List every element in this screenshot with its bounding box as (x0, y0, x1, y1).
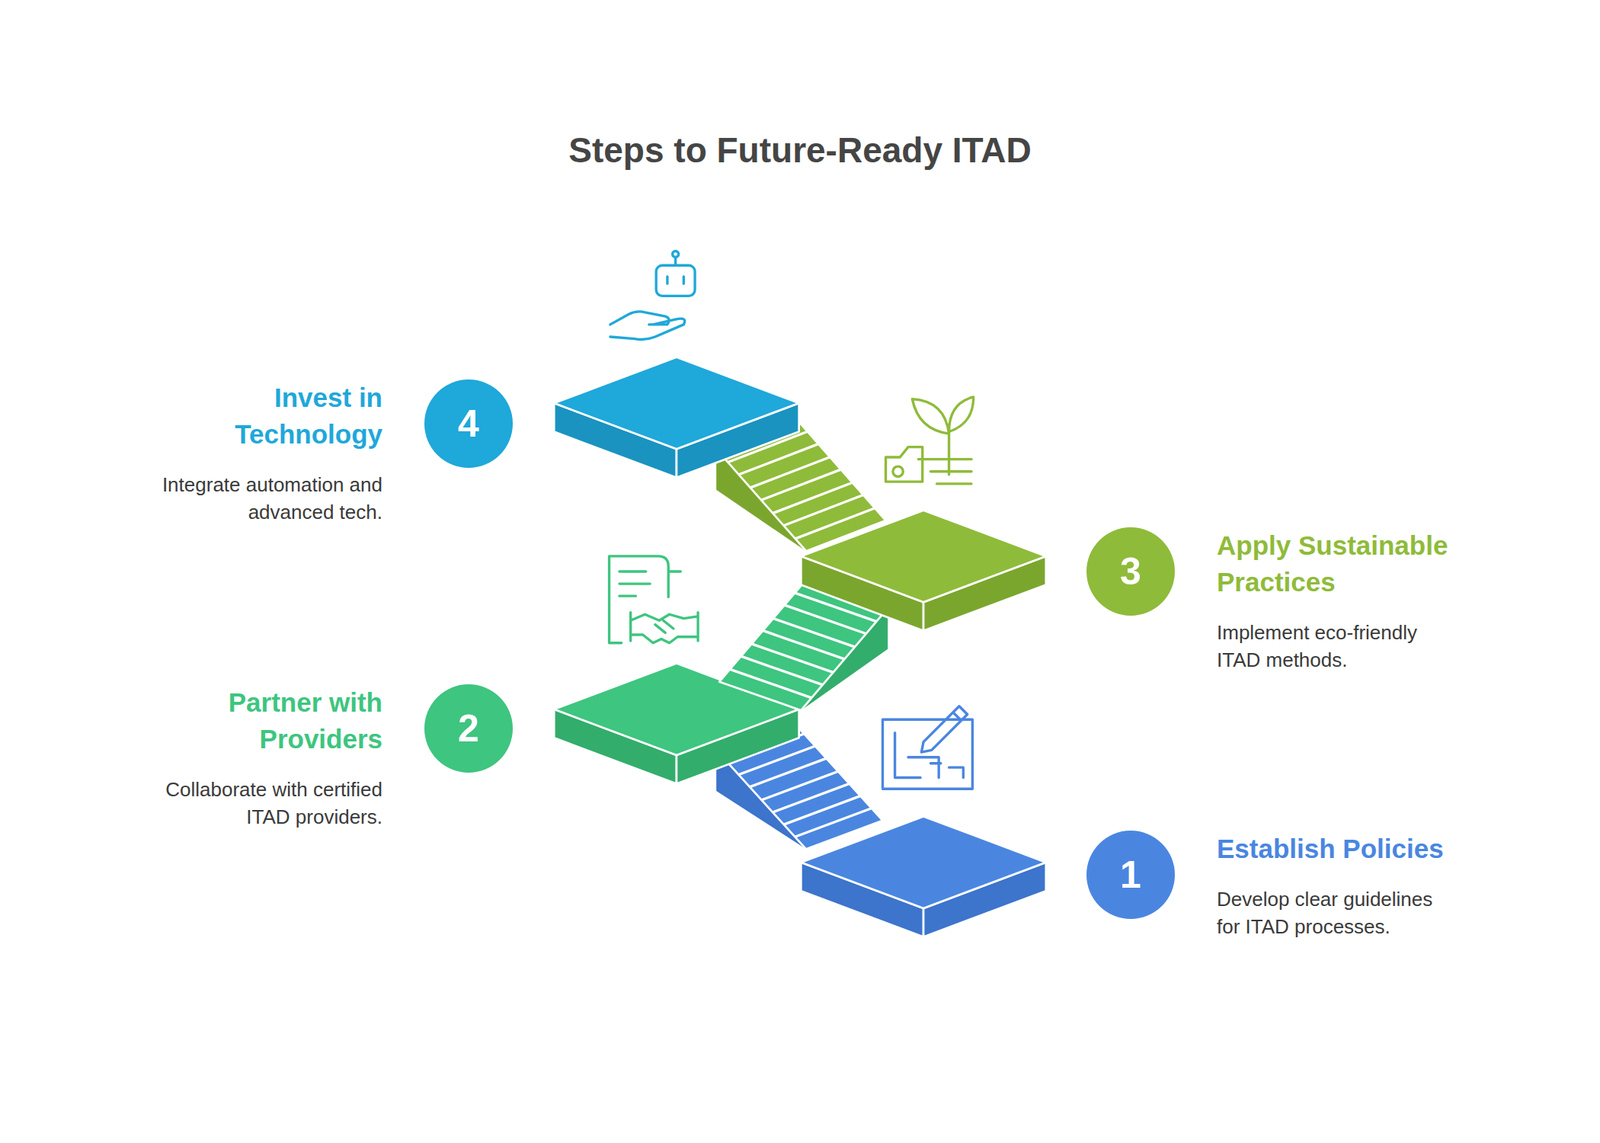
machine-wheel (892, 466, 903, 477)
callout-number: 3 (1086, 527, 1175, 616)
platform-4 (553, 357, 799, 478)
blueprint-icon (882, 706, 973, 789)
robot-antenna-tip (672, 250, 679, 257)
step-description: Implement eco-friendly ITAD methods. (1216, 618, 1461, 674)
step-heading: Partner with Providers (119, 684, 383, 758)
hand (610, 311, 685, 340)
step-heading: Establish Policies (1216, 830, 1461, 868)
step-number-circle: 1Establish PoliciesDevelop clear guideli… (1086, 830, 1175, 919)
callout-number: 4 (424, 379, 513, 468)
step-number-circle: 4Invest in TechnologyIntegrate automatio… (424, 379, 513, 468)
step-number-circle: 3Apply Sustainable PracticesImplement ec… (1086, 527, 1175, 616)
machine-shape (886, 447, 923, 483)
plant-stem (947, 432, 951, 475)
step-text-column: Invest in TechnologyIntegrate automation… (119, 379, 383, 526)
plant-leaves (912, 396, 973, 434)
blueprint-sheet (882, 719, 973, 789)
contract-icon (609, 556, 699, 644)
step-description: Collaborate with certified ITAD provider… (119, 775, 383, 831)
robot-head (656, 265, 695, 296)
step-heading: Invest in Technology (119, 379, 383, 453)
robot-hand-icon (610, 250, 695, 340)
step-heading: Apply Sustainable Practices (1216, 527, 1461, 601)
step-text-column: Apply Sustainable PracticesImplement eco… (1216, 527, 1461, 674)
step-text-column: Establish PoliciesDevelop clear guidelin… (1216, 830, 1461, 941)
handshake (630, 612, 698, 644)
pencil (921, 706, 967, 752)
stair-step-lines (730, 592, 877, 698)
platform-top (553, 357, 799, 450)
plant-icon (886, 396, 974, 484)
robot-eyes (667, 276, 684, 284)
document-outline (609, 556, 682, 644)
diagram-title: Steps to Future-Ready ITAD (0, 128, 1600, 172)
callout-number: 2 (424, 684, 513, 773)
step-text-column: Partner with ProvidersCollaborate with c… (119, 684, 383, 831)
step-description: Integrate automation and advanced tech. (119, 470, 383, 526)
ground-lines (918, 459, 972, 484)
step-description: Develop clear guidelines for ITAD proces… (1216, 885, 1461, 941)
callout-number: 1 (1086, 830, 1175, 919)
blueprint-lines (895, 732, 964, 778)
illustration-group (553, 250, 1047, 937)
document-lines (619, 571, 650, 596)
step-number-circle: 2Partner with ProvidersCollaborate with … (424, 684, 513, 773)
